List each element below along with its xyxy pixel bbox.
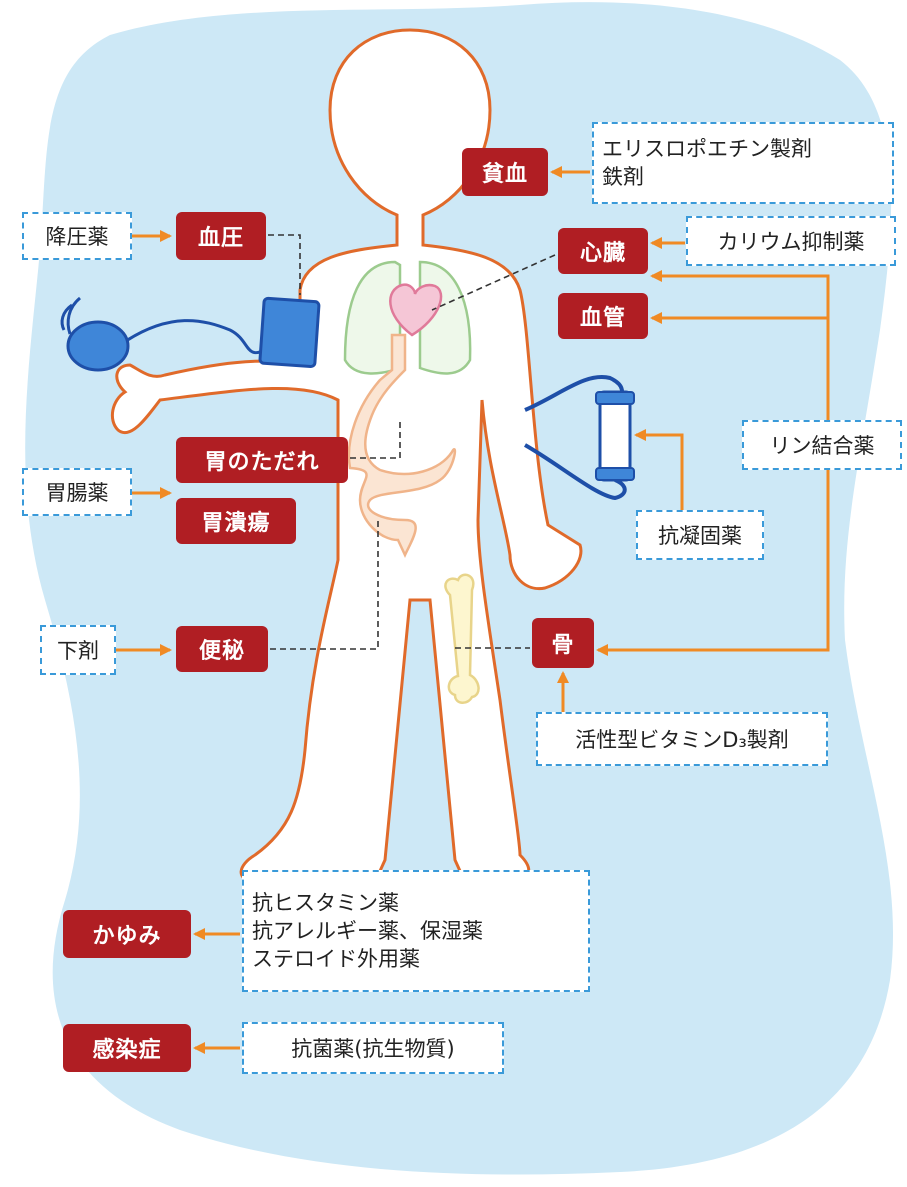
condition-infection: 感染症 [63, 1024, 191, 1072]
drug-itch: 抗ヒスタミン薬 抗アレルギー薬、保湿薬 ステロイド外用薬 [242, 870, 590, 992]
condition-bone: 骨 [532, 618, 594, 668]
condition-stomach-ulcer: 胃潰瘍 [176, 498, 296, 544]
bp-cuff [258, 296, 321, 369]
drug-potassium: カリウム抑制薬 [686, 216, 896, 266]
bp-tube [119, 319, 266, 355]
drug-gastro: 胃腸薬 [22, 468, 132, 516]
drug-laxative: 下剤 [40, 625, 116, 675]
drug-vitamin-d: 活性型ビタミンD₃製剤 [536, 712, 828, 766]
drug-anemia: エリスロポエチン製剤 鉄剤 [592, 122, 894, 204]
drug-anemia-line2: 鉄剤 [602, 165, 644, 189]
drug-itch-line2: 抗アレルギー薬、保湿薬 [252, 919, 483, 943]
bp-bulb [66, 320, 130, 372]
shunt-device [598, 390, 632, 482]
bone-shape [444, 573, 480, 704]
drug-phosphate-binder: リン結合薬 [742, 420, 902, 470]
drug-itch-line1: 抗ヒスタミン薬 [252, 891, 399, 915]
drug-itch-line3: ステロイド外用薬 [252, 947, 420, 971]
condition-heart: 心臓 [558, 228, 648, 274]
condition-stomach-erosion: 胃のただれ [176, 437, 348, 483]
drug-antibiotic: 抗菌薬(抗生物質) [242, 1022, 504, 1074]
leader-lines [268, 234, 556, 650]
condition-itch: かゆみ [63, 910, 191, 958]
drug-antihypertensive: 降圧薬 [22, 212, 132, 260]
drug-anticoagulant: 抗凝固薬 [636, 510, 764, 560]
condition-anemia: 貧血 [462, 148, 548, 196]
heart-shape [389, 283, 443, 337]
arrows [113, 166, 830, 1054]
condition-constipation: 便秘 [176, 626, 268, 672]
condition-blood-vessel: 血管 [558, 293, 648, 339]
digestive-tract-shape [347, 333, 457, 558]
condition-blood-pressure: 血圧 [176, 212, 266, 260]
drug-anemia-line1: エリスロポエチン製剤 [602, 137, 812, 161]
